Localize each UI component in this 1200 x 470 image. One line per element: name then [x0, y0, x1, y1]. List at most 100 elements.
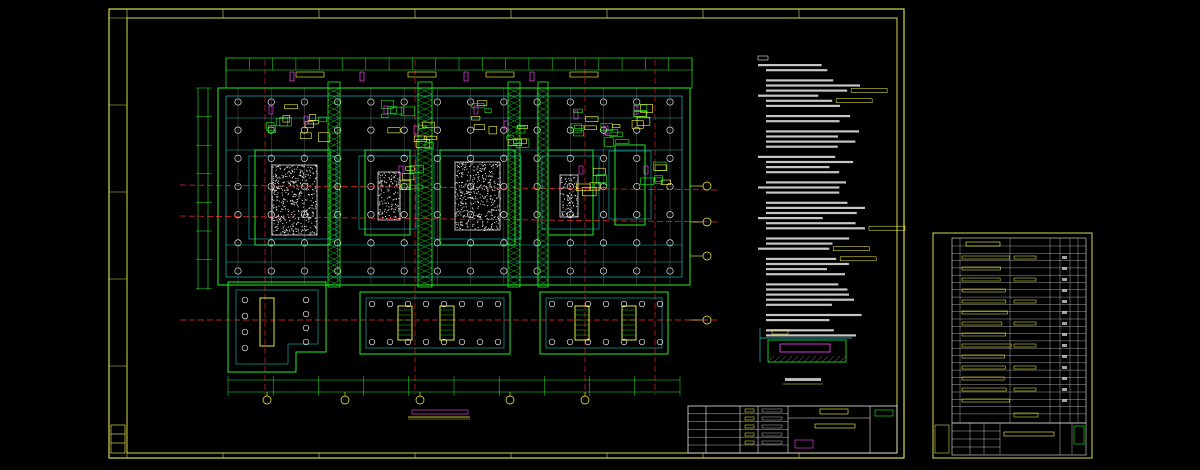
pit-dot — [457, 195, 459, 197]
pit-dot — [460, 195, 462, 197]
equipment-part — [387, 127, 401, 134]
column-band-hatch — [507, 183, 521, 191]
label-box — [295, 71, 325, 78]
pit-dot — [475, 189, 477, 191]
pit-dot — [473, 170, 475, 172]
note-text-line — [758, 94, 819, 97]
pit-dot — [398, 208, 400, 210]
pit-dot — [275, 180, 277, 182]
pit-dot — [275, 226, 277, 228]
pit-dot — [315, 170, 317, 172]
note-text-line — [766, 84, 860, 87]
lower-room-wall — [539, 291, 669, 355]
pit-dot — [276, 206, 278, 208]
pit-dot — [570, 216, 572, 218]
secondary-table-mark — [1062, 322, 1067, 325]
pit-dot — [476, 167, 478, 169]
pit-dot — [302, 176, 304, 178]
column-band-hatch — [507, 195, 521, 203]
pit-dot — [381, 197, 383, 199]
pit-dot — [273, 192, 275, 194]
pit-dot — [471, 179, 473, 181]
pit-dot — [298, 218, 300, 220]
pit-dot — [282, 231, 284, 233]
pit-dot — [293, 215, 295, 217]
label-box — [407, 71, 437, 78]
pump-pit — [439, 305, 455, 341]
column-band-hatch — [417, 219, 433, 227]
pit-dot — [576, 215, 578, 217]
pit-dot — [280, 186, 282, 188]
pit-dot — [399, 194, 401, 196]
foundation-plan — [179, 57, 721, 420]
pit-dot — [309, 171, 311, 173]
magenta-tag — [529, 71, 535, 82]
pit-dot — [498, 209, 500, 211]
pit-dot — [484, 227, 486, 229]
column-band-hatch — [507, 213, 521, 221]
pit-dot — [307, 166, 309, 168]
pit-dot — [577, 212, 579, 214]
column-marker — [638, 300, 646, 308]
pit-dot — [293, 182, 295, 184]
pit-dot — [465, 215, 467, 217]
pit-dot — [379, 204, 381, 206]
pit-dot — [571, 194, 573, 196]
pit-dot — [489, 179, 491, 181]
pit-dot — [465, 203, 467, 205]
pit-dot — [484, 163, 486, 165]
main-title-block — [687, 405, 898, 454]
pit-dot — [473, 177, 475, 179]
column-marker — [458, 338, 466, 346]
pit-dot — [308, 207, 310, 209]
pit-dot — [381, 180, 383, 182]
pit-dot — [316, 194, 318, 196]
pit-dot — [302, 203, 304, 205]
pit-dot — [286, 200, 288, 202]
column-marker — [602, 300, 610, 308]
pit-dot — [481, 225, 483, 227]
pit-dot — [302, 177, 304, 179]
equipment-frame-inner — [358, 155, 417, 230]
pit-dot — [282, 176, 284, 178]
pit-dot — [491, 225, 493, 227]
pit-dot — [276, 196, 278, 198]
pit-dot — [293, 231, 295, 233]
pit-dot — [462, 210, 464, 212]
pit-dot — [485, 226, 487, 228]
pit-dot — [492, 165, 494, 167]
note-text-line — [766, 120, 840, 123]
pit-dot — [469, 194, 471, 196]
pit-dot — [457, 204, 459, 206]
column-marker — [368, 338, 376, 346]
pit-dot — [312, 215, 314, 217]
pit-dot — [276, 216, 278, 218]
pit-dot — [280, 217, 282, 219]
pit-dot — [382, 185, 384, 187]
pit-dot — [476, 186, 478, 188]
column-band-hatch — [417, 111, 433, 119]
pit-dot — [462, 172, 464, 174]
pit-dot — [459, 212, 461, 214]
pit-dot — [571, 196, 573, 198]
column-band-hatch — [417, 273, 433, 281]
equipment-part — [654, 177, 663, 185]
pit-dot — [473, 183, 475, 185]
pit-dot — [483, 189, 485, 191]
pit-dot — [471, 198, 473, 200]
pit-dot — [289, 183, 291, 185]
pit-dot — [477, 206, 479, 208]
pit-dot — [273, 230, 275, 232]
pit-dot — [463, 169, 465, 171]
pit-dot — [499, 176, 501, 178]
pit-dot — [290, 180, 292, 182]
pit-dot — [483, 229, 485, 231]
pit-dot — [477, 229, 479, 231]
title-block-cell — [744, 432, 755, 437]
pit-dot — [295, 180, 297, 182]
pit-dot — [307, 188, 309, 190]
pit-dot — [461, 193, 463, 195]
column-band-hatch — [537, 183, 549, 191]
note-text-line — [766, 227, 865, 230]
